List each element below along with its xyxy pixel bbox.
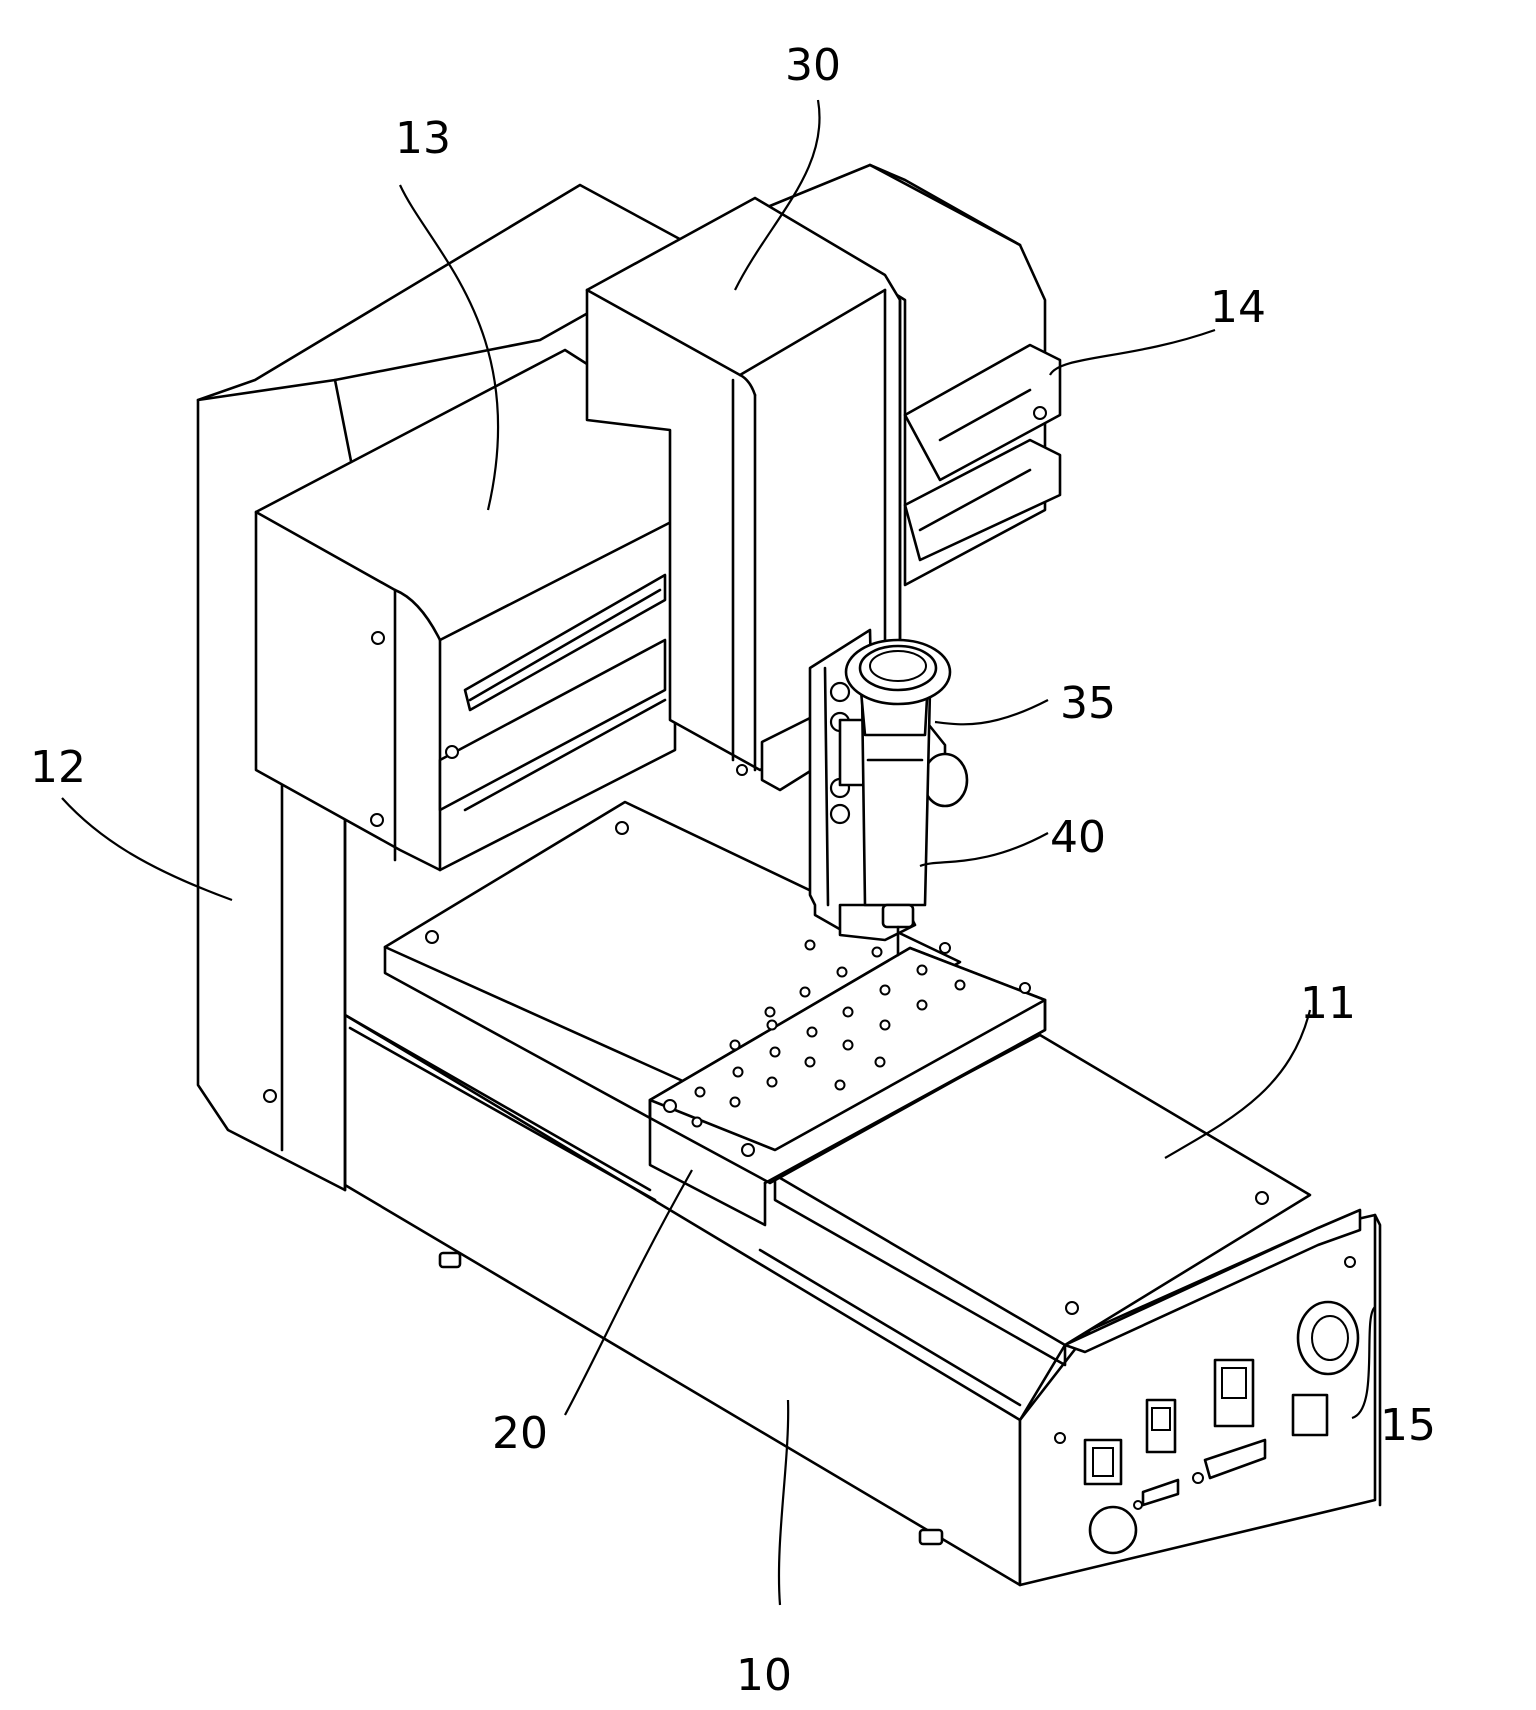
label-10: 10 xyxy=(736,1650,792,1701)
power-socket xyxy=(1085,1440,1121,1484)
label-40: 40 xyxy=(1050,812,1106,863)
small-switch xyxy=(1293,1395,1327,1435)
label-15: 15 xyxy=(1380,1400,1436,1451)
label-13: 13 xyxy=(395,113,451,164)
emergency-button xyxy=(1090,1507,1136,1553)
label-20: 20 xyxy=(492,1408,548,1459)
label-11: 11 xyxy=(1300,978,1356,1029)
label-12: 12 xyxy=(30,742,86,793)
power-switch xyxy=(1215,1360,1253,1426)
label-35: 35 xyxy=(1060,678,1116,729)
label-14: 14 xyxy=(1210,282,1266,333)
label-30: 30 xyxy=(785,40,841,91)
